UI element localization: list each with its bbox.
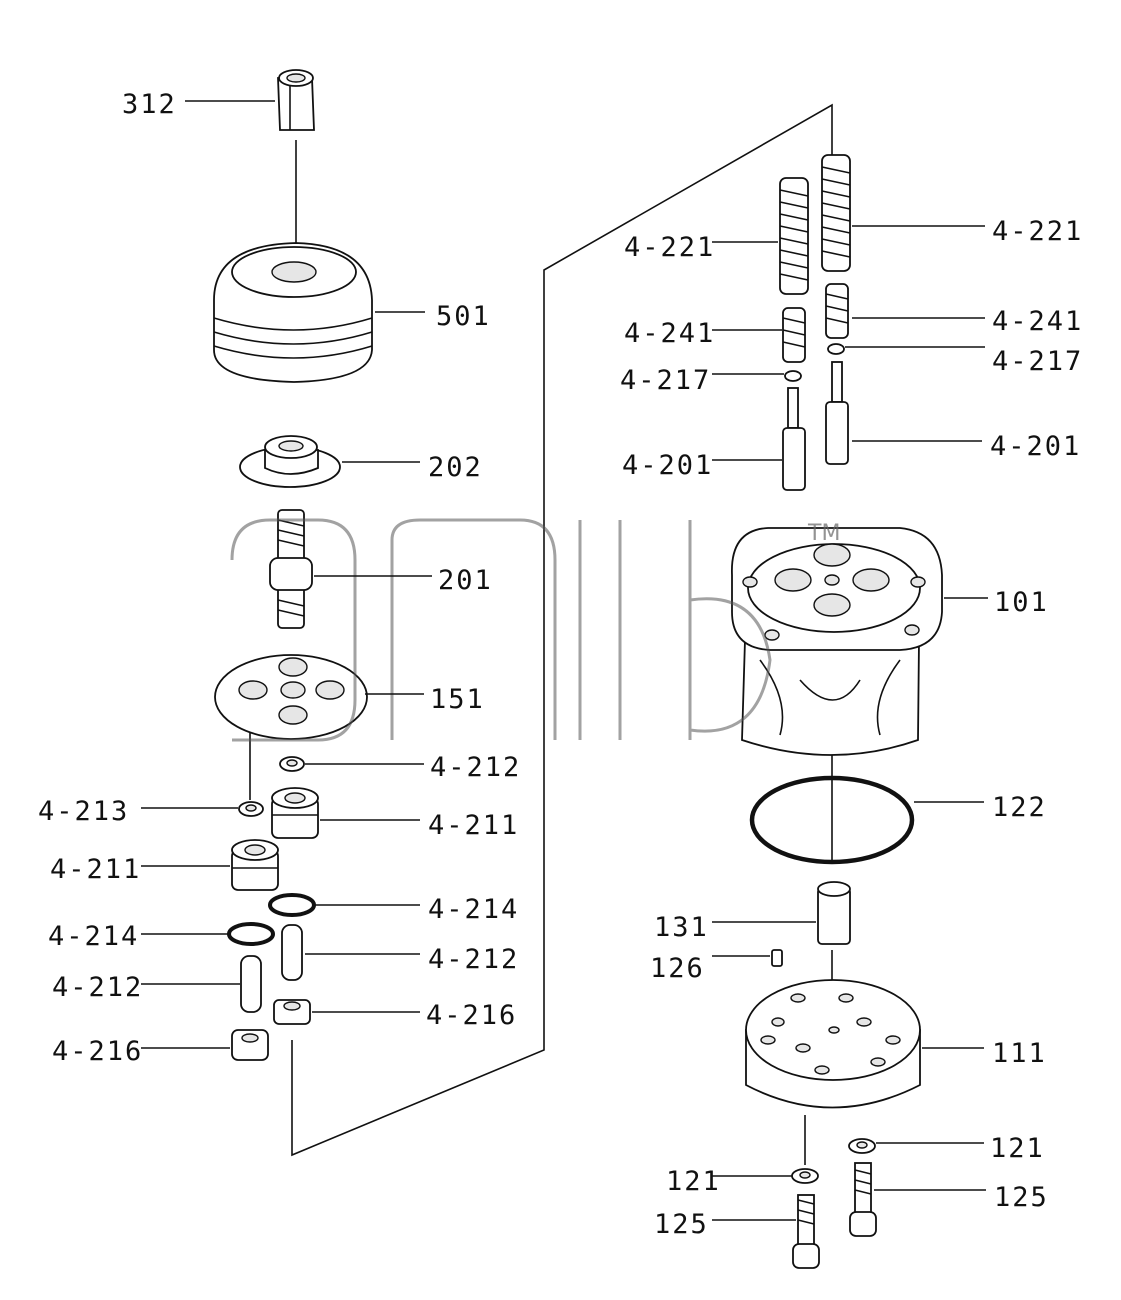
part-label-121: 121 [990, 1133, 1045, 1164]
part-label-151: 151 [430, 684, 485, 715]
part-label-4-212: 4-212 [430, 752, 521, 783]
part-4-214-oring-right [268, 893, 316, 917]
part-label-4-217: 4-217 [620, 365, 711, 396]
part-101-body [731, 527, 943, 756]
part-4-214-oring-left [227, 922, 275, 946]
part-4-216-nut-right [273, 999, 311, 1025]
part-labels: 312 501 202 201 151 4-212 4-213 4-211 4-211 4-214… [38, 89, 1083, 1240]
part-label-201: 201 [438, 565, 493, 596]
part-4-212-washer-top [279, 756, 305, 772]
part-label-4-214: 4-214 [428, 894, 519, 925]
part-121-washer-right [848, 1138, 876, 1154]
part-4-213-washer [238, 801, 264, 817]
part-label-4-221: 4-221 [624, 232, 715, 263]
part-201-stem [269, 509, 313, 629]
part-151-plate [214, 654, 368, 740]
part-4-211-seat-right [271, 787, 319, 839]
part-4-221-spring-right [821, 154, 851, 272]
part-126-pin [771, 949, 783, 967]
part-label-4-201: 4-201 [990, 431, 1081, 462]
part-label-122: 122 [992, 792, 1047, 823]
part-label-111: 111 [992, 1038, 1047, 1069]
part-label-126: 126 [650, 953, 705, 984]
part-4-212-spool-right [281, 924, 303, 981]
part-label-4-213: 4-213 [38, 796, 129, 827]
part-label-202: 202 [428, 452, 483, 483]
part-4-212-spool-left [240, 955, 262, 1013]
part-label-4-212: 4-212 [52, 972, 143, 1003]
part-4-217-washer-left [784, 370, 802, 382]
part-label-125: 125 [994, 1182, 1049, 1213]
part-label-4-241: 4-241 [992, 306, 1083, 337]
part-label-121: 121 [666, 1166, 721, 1197]
part-label-4-212: 4-212 [428, 944, 519, 975]
part-4-221-spring-left [779, 177, 809, 295]
part-label-4-201: 4-201 [622, 450, 713, 481]
part-label-4-217: 4-217 [992, 346, 1083, 377]
part-501-cap [213, 242, 373, 383]
watermark-tm: TM [807, 521, 840, 546]
part-122-oring [749, 775, 915, 865]
part-label-125: 125 [654, 1209, 709, 1240]
part-4-201-pin-left [782, 387, 806, 491]
part-label-4-211: 4-211 [50, 854, 141, 885]
part-4-217-washer-right [827, 343, 845, 355]
part-4-241-spring-left [782, 307, 806, 363]
part-label-4-216: 4-216 [52, 1036, 143, 1067]
part-label-501: 501 [436, 301, 491, 332]
part-label-4-211: 4-211 [428, 810, 519, 841]
part-202-plate [239, 435, 341, 488]
part-125-bolt-left [792, 1194, 820, 1269]
part-4-201-pin-right [825, 361, 849, 465]
part-label-4-221: 4-221 [992, 216, 1083, 247]
part-111-cover [745, 979, 921, 1109]
part-label-4-241: 4-241 [624, 318, 715, 349]
part-label-101: 101 [994, 587, 1049, 618]
part-label-4-214: 4-214 [48, 921, 139, 952]
part-131-sleeve [817, 881, 851, 945]
watermark-logo: TM [230, 518, 840, 742]
part-312-nut [277, 69, 315, 131]
part-label-312: 312 [122, 89, 177, 120]
part-4-241-spring-right [825, 283, 849, 339]
part-label-131: 131 [654, 912, 709, 943]
part-label-4-216: 4-216 [426, 1000, 517, 1031]
part-125-bolt-right [849, 1162, 877, 1237]
part-121-washer-left [791, 1168, 819, 1184]
part-4-216-nut-left [231, 1029, 269, 1061]
part-4-211-seat-left [231, 839, 279, 891]
